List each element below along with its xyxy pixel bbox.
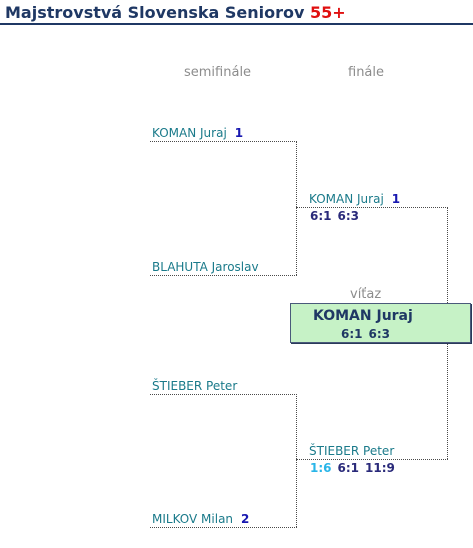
champion-score: 6:1 6:3 — [341, 327, 396, 341]
player-seed: 2 — [241, 512, 250, 526]
champion-box[interactable]: KOMAN Juraj 6:1 6:3 — [290, 303, 471, 343]
semifinal-player-blahuta[interactable]: BLAHUTA Jaroslav — [152, 260, 259, 274]
final-score-bottom: 1:6 6:1 11:9 — [310, 461, 401, 475]
set-score: 6:3 — [337, 209, 360, 223]
set-score: 11:9 — [365, 461, 395, 475]
title-divider — [0, 23, 473, 25]
round-header-semifinal: semifinále — [184, 65, 252, 80]
player-seed: 1 — [234, 126, 244, 140]
title-main: Majstrovstvá Slovenska Seniorov — [5, 3, 305, 22]
player-name: ŠTIEBER Peter — [309, 444, 395, 458]
player-name: MILKOV Milan — [152, 512, 234, 526]
set-score: 6:1 — [310, 209, 332, 223]
bracket-line — [150, 394, 297, 395]
final-score-top: 6:1 6:3 — [310, 209, 365, 223]
semifinal-player-koman[interactable]: KOMAN Juraj 1 — [152, 126, 243, 140]
set-score: 1:6 — [310, 461, 332, 475]
bracket-line — [150, 275, 297, 276]
player-seed: 1 — [391, 192, 401, 206]
semifinal-player-stieber[interactable]: ŠTIEBER Peter — [152, 379, 237, 393]
player-name: BLAHUTA Jaroslav — [152, 260, 259, 274]
player-name: ŠTIEBER Peter — [152, 379, 238, 393]
bracket-connector — [296, 141, 297, 275]
final-player-koman[interactable]: KOMAN Juraj 1 — [309, 192, 400, 206]
set-score: 6:1 — [337, 461, 360, 475]
winner-label: víťaz — [350, 287, 382, 302]
round-header-final: finále — [348, 65, 385, 80]
bracket-line — [296, 459, 448, 460]
champion-name: KOMAN Juraj — [313, 308, 413, 324]
player-name: KOMAN Juraj — [309, 192, 384, 206]
title-highlight: 55+ — [310, 3, 346, 22]
bracket-line — [150, 527, 297, 528]
bracket-connector — [296, 394, 297, 527]
bracket-line — [150, 141, 297, 142]
page-title: Majstrovstvá Slovenska Seniorov 55+ — [5, 3, 346, 22]
final-player-stieber[interactable]: ŠTIEBER Peter — [309, 444, 394, 458]
bracket-line — [296, 207, 448, 208]
set-score: 6:3 — [368, 327, 391, 341]
player-name: KOMAN Juraj — [152, 126, 227, 140]
semifinal-player-milkov[interactable]: MILKOV Milan 2 — [152, 512, 249, 526]
set-score: 6:1 — [341, 327, 363, 341]
